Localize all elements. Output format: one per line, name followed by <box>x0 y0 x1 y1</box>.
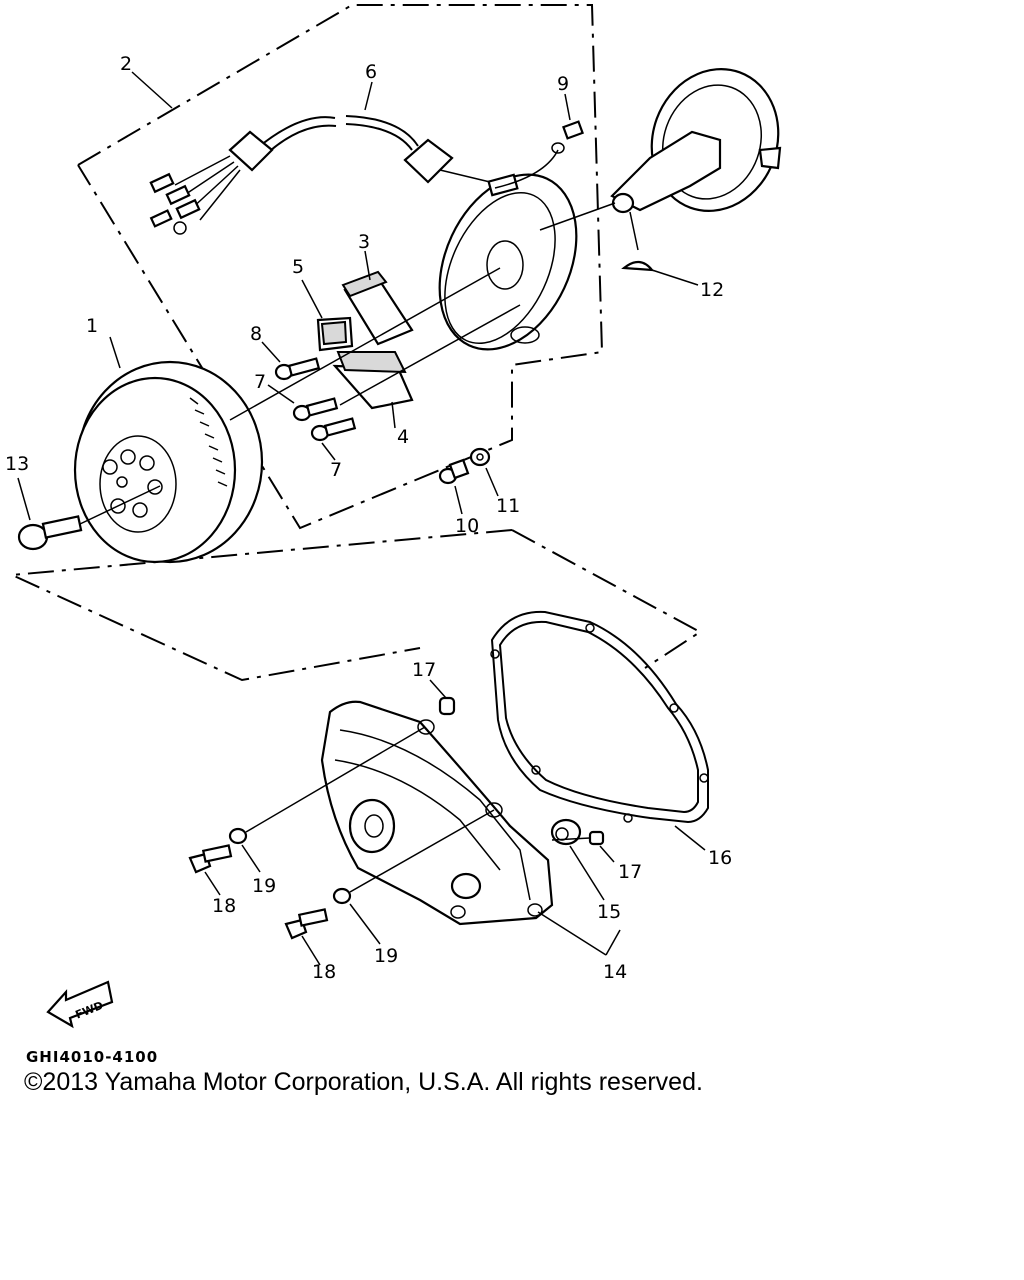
screw-8 <box>274 357 321 381</box>
bolt-18b-leader <box>301 935 321 966</box>
bolt-13-leader <box>17 477 31 521</box>
callout-15: 15 <box>597 901 621 923</box>
screw-7-lower <box>310 417 357 442</box>
cover-14-bracket <box>537 911 621 956</box>
washer-19a-leader <box>241 844 261 873</box>
dowel-17b-leader <box>599 845 615 863</box>
crankshaft-hub <box>610 67 782 214</box>
dowel-pin-lower <box>588 830 605 846</box>
washer-19b-leader <box>349 903 381 945</box>
bushing-15-leader <box>569 845 605 901</box>
diagram-code: GHI4010-4100 <box>26 1048 159 1066</box>
bolt-18-upper <box>188 844 233 874</box>
callout-2: 2 <box>120 53 132 75</box>
charge-coil-bracket <box>316 316 354 352</box>
screw-9-leader <box>564 93 571 121</box>
stator-base-plate <box>438 173 578 351</box>
assembly-axis-2 <box>339 304 521 406</box>
dowel-17a-leader <box>429 679 447 699</box>
callout-17a: 17 <box>412 659 436 681</box>
callout-12: 12 <box>700 279 724 301</box>
screw-10 <box>438 458 470 485</box>
callout-4: 4 <box>397 426 409 448</box>
gasket-16-leader <box>674 825 706 851</box>
harness-2-leader <box>131 71 173 109</box>
callout-13: 13 <box>5 453 29 475</box>
screw-7a-leader <box>267 384 295 404</box>
screw-7b-leader <box>321 442 336 461</box>
dowel-pin-upper <box>438 696 456 716</box>
crankcase-cover <box>320 700 554 926</box>
callout-18a: 18 <box>212 895 236 917</box>
screw-9 <box>551 120 584 154</box>
callout-labels: 1 2 3 4 5 6 7 7 8 9 10 11 12 13 14 15 16… <box>5 53 732 983</box>
callout-17b: 17 <box>618 861 642 883</box>
copyright-notice: ©2013 Yamaha Motor Corporation, U.S.A. A… <box>24 1068 703 1096</box>
callout-3: 3 <box>358 231 370 253</box>
callout-7b: 7 <box>330 459 342 481</box>
callout-19b: 19 <box>374 945 398 967</box>
bolt-18a-leader <box>204 871 221 896</box>
cover-group-outline <box>8 529 702 682</box>
bolt-axis-right <box>551 837 591 841</box>
harness-6-leader <box>364 81 373 111</box>
washer-11-leader <box>485 467 499 497</box>
pickup-coil-upper <box>341 270 414 346</box>
callout-7a: 7 <box>254 371 266 393</box>
screw-10-leader <box>454 485 463 515</box>
flywheel-rotor <box>73 360 264 564</box>
callout-19a: 19 <box>252 875 276 897</box>
pickup-coil-lower <box>332 351 414 410</box>
callout-8: 8 <box>250 323 262 345</box>
woodruff-key <box>621 260 655 272</box>
hub-axis <box>539 202 616 231</box>
wire-harness <box>149 115 559 235</box>
screw-8-leader <box>261 341 281 363</box>
bolt-18-lower <box>284 908 329 940</box>
rotor-bolt <box>17 515 83 551</box>
cover-gasket <box>490 610 709 824</box>
coil-4-leader <box>391 401 396 429</box>
key-axis <box>629 211 639 251</box>
bolt-axis-lower <box>349 809 495 893</box>
fwd-arrow-icon: FWD <box>46 980 114 1029</box>
washer-19-lower <box>332 887 352 905</box>
rotor-leader <box>109 336 121 369</box>
bracket-5-leader <box>301 279 323 319</box>
assembly-axis <box>229 267 501 421</box>
washer-11 <box>469 447 491 467</box>
bolt-13-axis <box>79 485 161 525</box>
bolt-axis-upper <box>245 726 426 833</box>
washer-19-upper <box>228 827 248 845</box>
callout-14: 14 <box>603 961 627 983</box>
screw-7-upper <box>292 397 339 422</box>
callout-11: 11 <box>496 495 520 517</box>
callout-9: 9 <box>557 73 569 95</box>
key-12-leader <box>651 269 699 286</box>
callout-5: 5 <box>292 256 304 278</box>
callout-18b: 18 <box>312 961 336 983</box>
callout-6: 6 <box>365 61 377 83</box>
callout-1: 1 <box>86 315 98 337</box>
coil-3-leader <box>364 250 371 281</box>
callout-10: 10 <box>455 515 479 537</box>
callout-16: 16 <box>708 847 732 869</box>
stator-assembly-outline <box>77 4 604 530</box>
oil-seal-bushing <box>550 818 582 846</box>
